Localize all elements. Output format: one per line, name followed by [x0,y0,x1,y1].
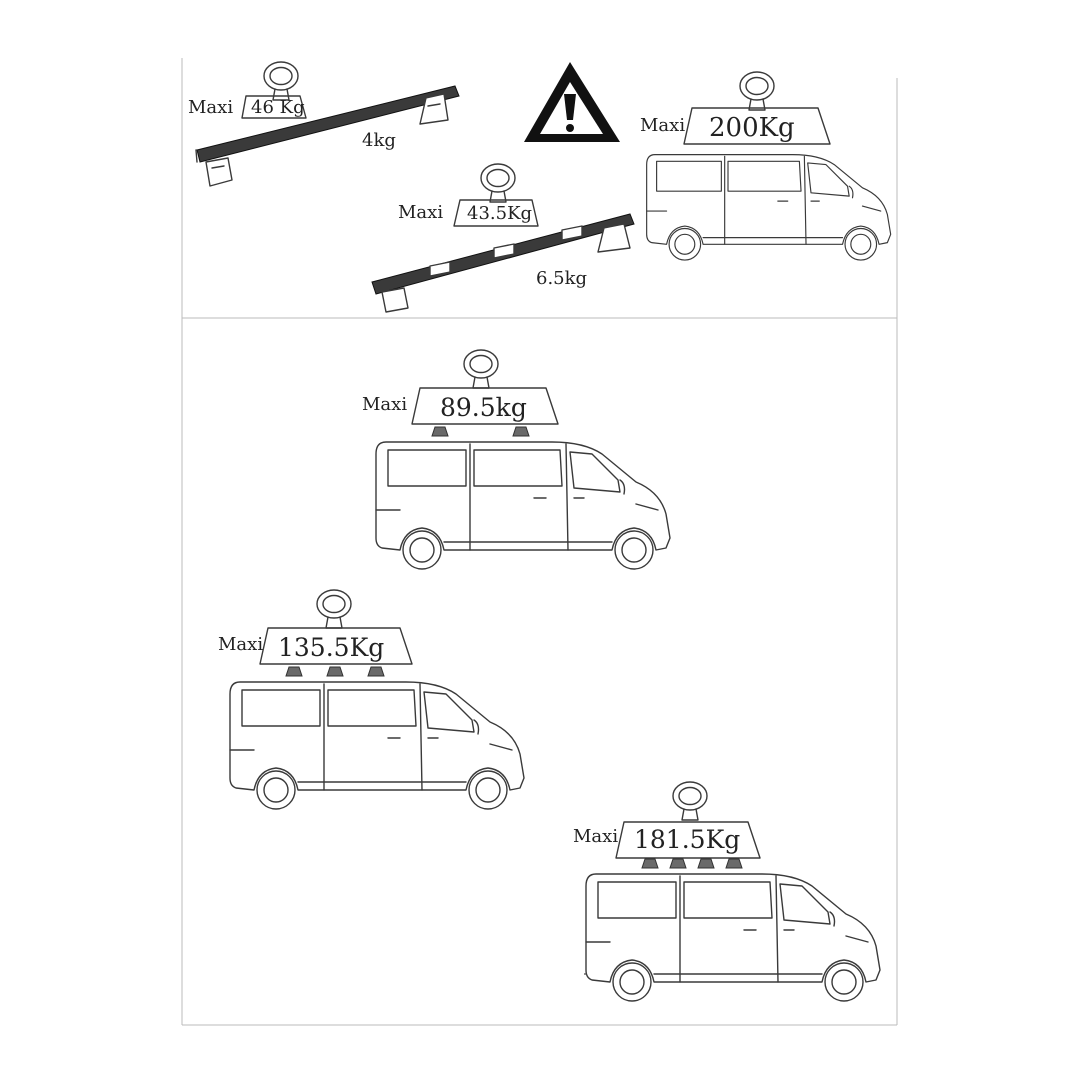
hanging-weight-icon [316,589,352,629]
hanging-weight-icon [739,71,775,111]
roof-foot [512,426,530,437]
van-illustration [585,873,881,1002]
bar2-maxi-value: 46 Kg [251,97,305,118]
van-total-maxi-value: 200Kg [709,113,795,143]
van-illustration [375,441,671,570]
scenario3-maxi-value: 181.5Kg [634,825,740,854]
bar3-maxi-value: 43.5Kg [467,203,532,224]
van-illustration [229,681,525,810]
maxi-label: Maxi [640,115,685,136]
maxi-label: Maxi [398,202,443,223]
hanging-weight-icon [480,163,516,203]
hanging-weight-icon [672,781,708,821]
roof-bar-3-feet: Maxi 43.5Kg 6.5kg [371,163,635,313]
roof-foot [367,666,385,677]
maxi-label: Maxi [188,97,233,118]
roof-bar-2-feet: Maxi 46 Kg 4kg [188,61,460,187]
roof-foot [326,666,344,677]
hanging-weight-icon [263,61,299,101]
scenario1-maxi-value: 89.5kg [440,393,527,422]
warning-triangle-icon [524,62,620,142]
roof-foot [431,426,449,437]
scenario2-maxi-value: 135.5Kg [278,633,384,662]
roof-foot [285,666,303,677]
bar2-weight-value: 4kg [362,130,396,151]
hanging-weight-icon [463,349,499,389]
roof-foot [725,858,743,869]
scenario-4-feet: Maxi 181.5Kg [573,781,881,1002]
maxi-label: Maxi [573,826,618,847]
van-total-capacity: Maxi 200Kg [640,71,892,261]
bar3-weight-value: 6.5kg [536,268,587,289]
roof-foot [697,858,715,869]
scenario-3-feet: Maxi 135.5Kg [218,589,525,810]
roof-foot [641,858,659,869]
maxi-label: Maxi [218,634,263,655]
maxi-label: Maxi [362,394,407,415]
van-illustration [646,154,892,261]
scenario-2-feet: Maxi 89.5kg [362,349,671,570]
roof-foot [669,858,687,869]
